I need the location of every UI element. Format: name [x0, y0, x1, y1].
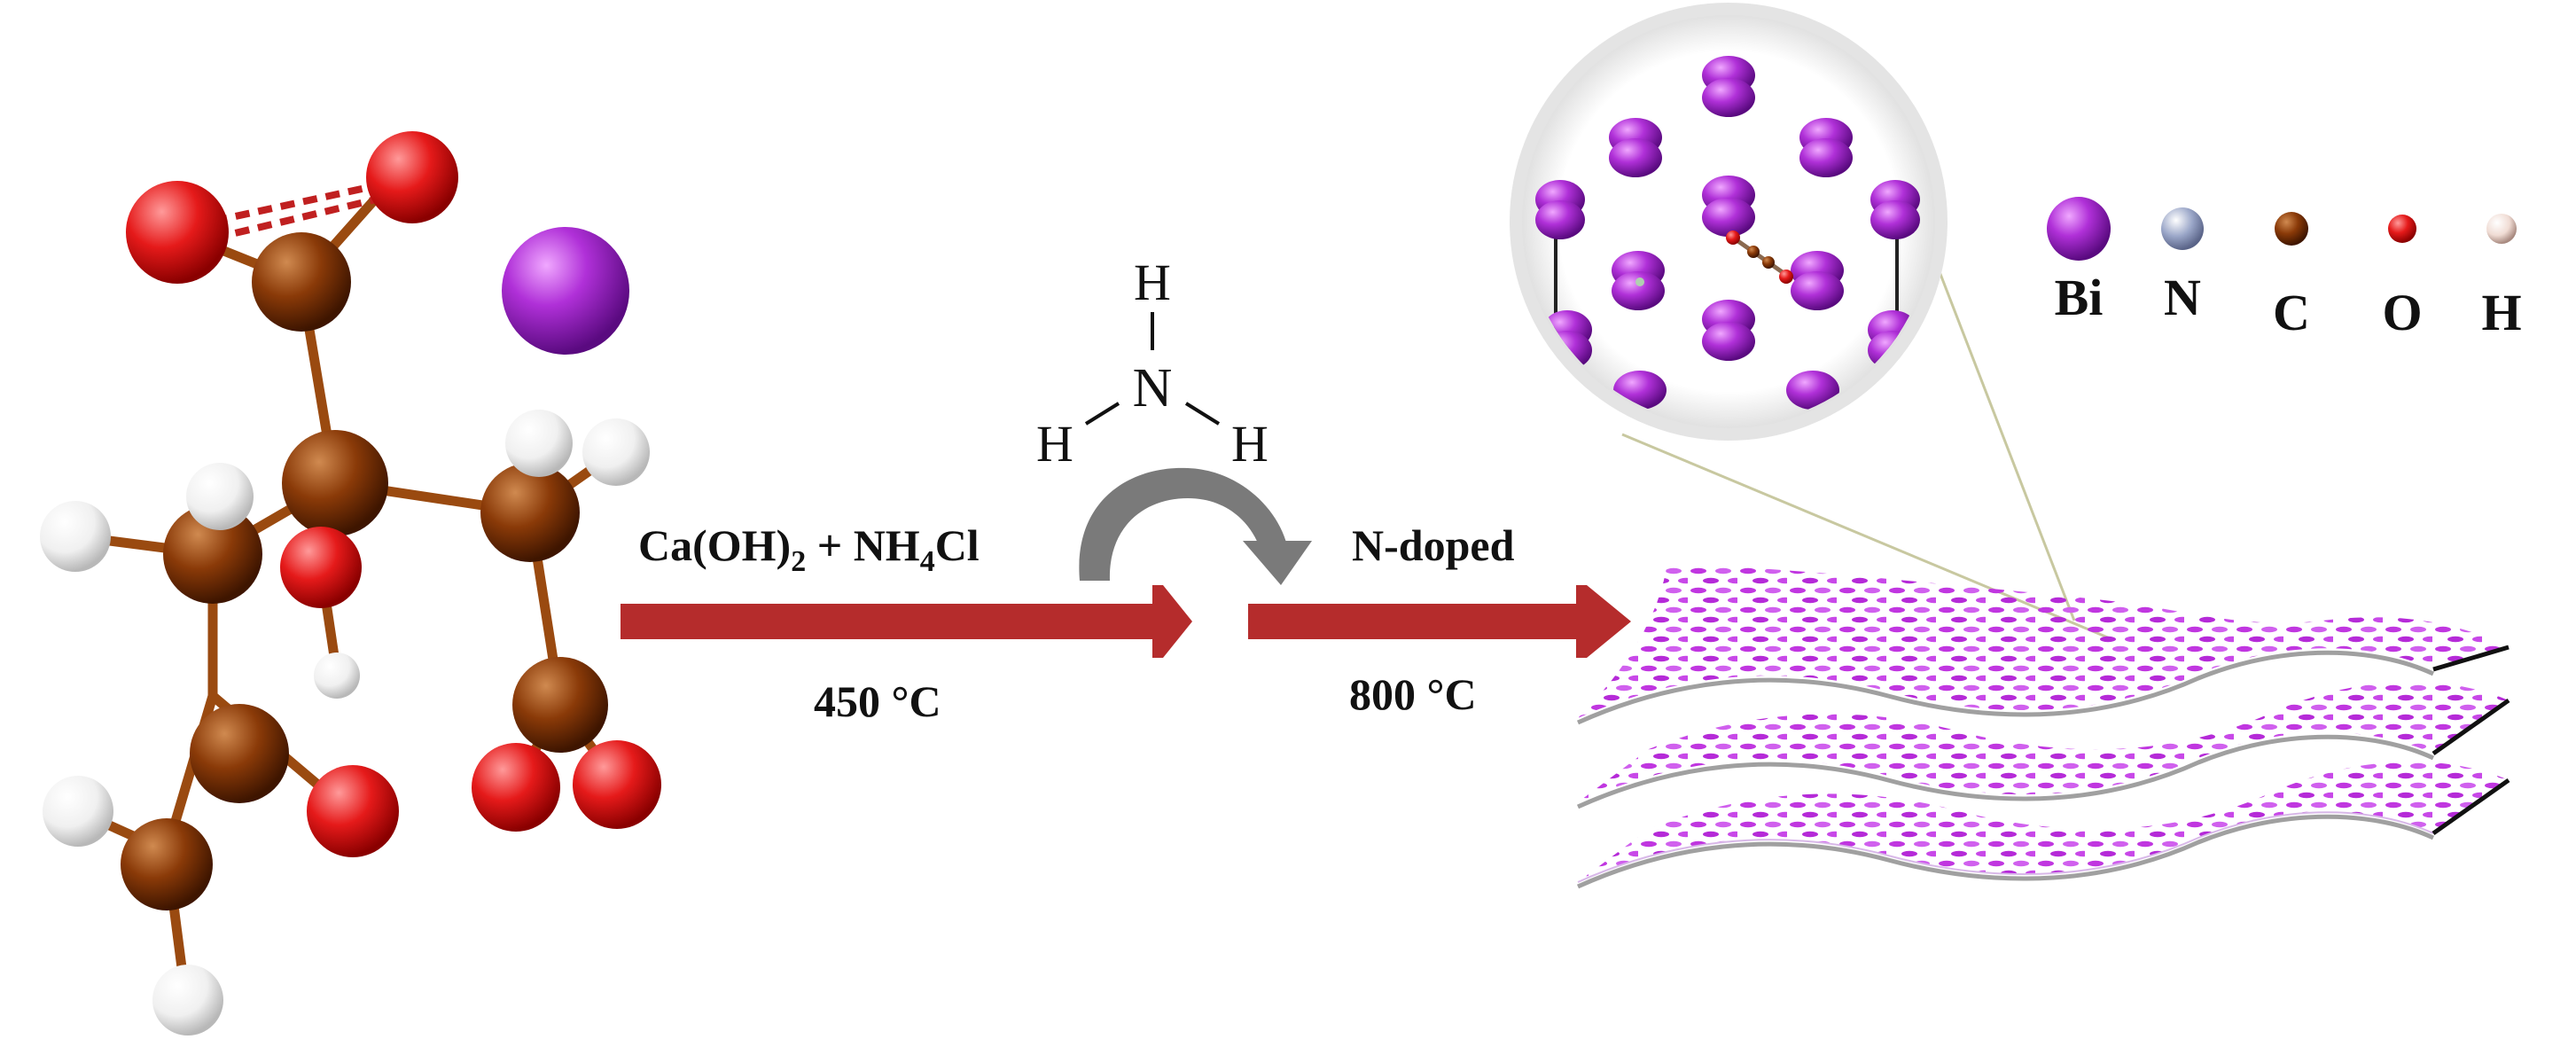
carbon-atom: [190, 704, 289, 803]
legend-label-bi: Bi: [2055, 269, 2104, 326]
legend-label-o: O: [2382, 284, 2422, 341]
element-legend: Bi N C O H: [2047, 197, 2522, 341]
temperature-label-2: 800 °C: [1349, 669, 1477, 719]
ammonia-n: N: [1133, 358, 1173, 418]
sheet-layer-3: [1576, 762, 2510, 889]
oxygen-atom: [126, 181, 229, 284]
carbon-atom: [480, 463, 580, 562]
carbon-atom: [121, 818, 213, 910]
hydrogen-atom: [152, 965, 223, 1035]
hydrogen-atom: [43, 776, 113, 847]
arrow-step-1: [621, 585, 1192, 658]
hydrogen-atom: [314, 653, 360, 699]
temperature-label-1: 450 °C: [814, 676, 941, 726]
ammonia-h-top: H: [1134, 254, 1171, 311]
arrow-shaft: [621, 604, 1170, 639]
legend-swatch-h: [2486, 214, 2517, 244]
ammonia-h-left: H: [1036, 415, 1073, 473]
legend-swatch-n: [2161, 207, 2204, 250]
lattice-molecule: [1635, 231, 1793, 286]
legend-swatch-c: [2275, 212, 2308, 246]
carbon-atom: [252, 232, 351, 332]
legend-swatch-bi: [2047, 197, 2111, 261]
legend-swatch-o: [2388, 215, 2416, 243]
magnified-lattice: [1510, 3, 1948, 441]
carbon-atom: [512, 657, 608, 753]
curved-arrow: [1079, 467, 1312, 585]
ammonia-structure: H N H H: [1036, 254, 1268, 473]
sheet-layer-1: [1576, 566, 2510, 725]
legend-label-n: N: [2164, 269, 2201, 326]
oxygen-atom: [366, 131, 458, 223]
oxygen-atom: [472, 743, 560, 832]
arrow-step-2: [1248, 585, 1631, 658]
legend-label-h: H: [2481, 284, 2521, 341]
layered-sheets: [1576, 566, 2510, 889]
arrow-head: [1152, 585, 1192, 658]
carbon-atom: [163, 504, 262, 604]
sheet-layer-2: [1576, 682, 2510, 809]
arrow-head: [1576, 585, 1631, 658]
doping-label: N-doped: [1352, 520, 1515, 570]
arrow-shaft: [1248, 604, 1594, 639]
reagent-label: Ca(OH)2 + NH4Cl: [638, 520, 980, 578]
legend-label-c: C: [2273, 284, 2310, 341]
bismuth-atom: [502, 227, 629, 355]
oxygen-atom: [573, 740, 661, 829]
ammonia-h-right: H: [1231, 415, 1268, 473]
carbon-atom: [282, 430, 388, 536]
hydrogen-atom: [186, 463, 254, 530]
molecule-model: [40, 131, 661, 1035]
hydrogen-atom: [40, 501, 111, 572]
oxygen-atom: [280, 527, 362, 608]
hydrogen-atom: [582, 418, 650, 486]
hydrogen-atom: [505, 410, 573, 477]
oxygen-atom: [307, 765, 399, 857]
